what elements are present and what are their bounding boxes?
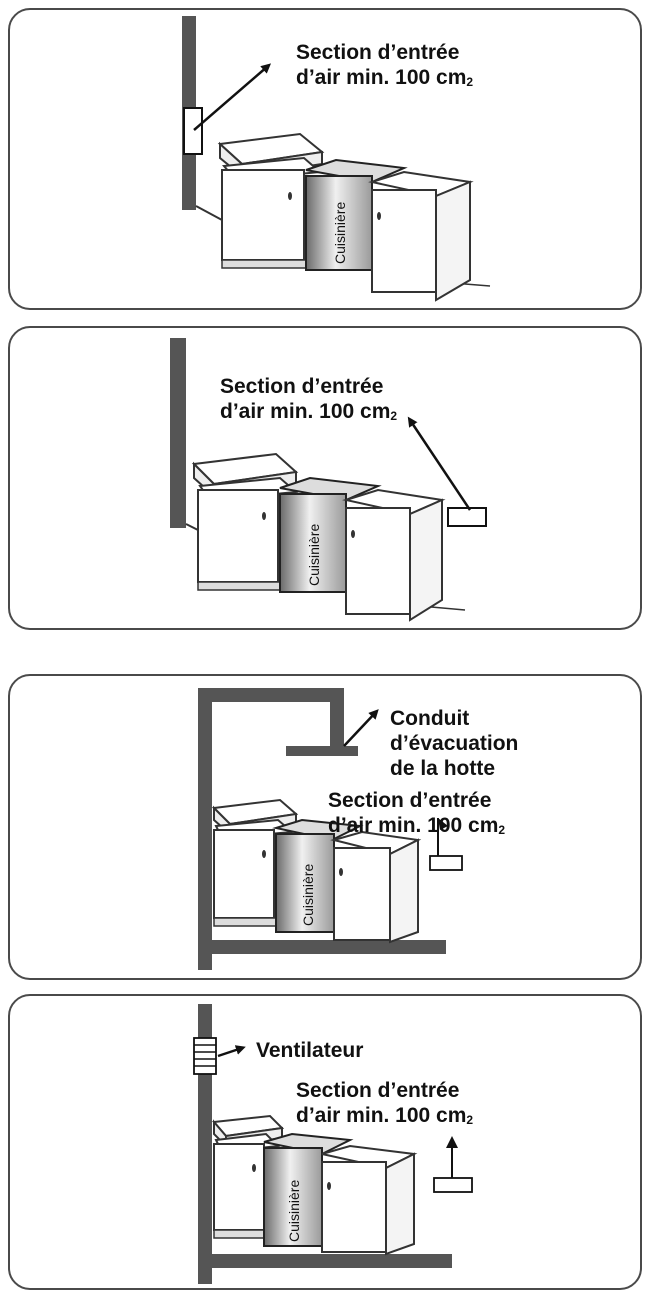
cooker-label: Cuisinière xyxy=(306,523,322,586)
vent-arrow xyxy=(193,63,272,131)
air-inlet-line-2-wrap: d’air min. 100 cm2 xyxy=(220,399,397,429)
cooker-label: Cuisinière xyxy=(286,1179,302,1242)
hood-duct-line-1: Conduit xyxy=(390,707,470,730)
air-inlet-line-1: Section d’entrée xyxy=(296,1079,460,1102)
air-inlet-line-1: Section d’entrée xyxy=(328,789,492,812)
duct-arrow xyxy=(343,709,379,747)
unit-subscript: 2 xyxy=(390,409,398,423)
unit-subscript: 2 xyxy=(466,75,474,89)
air-inlet-line-1: Section d’entrée xyxy=(296,41,460,64)
right-cabinet xyxy=(371,189,437,293)
ceiling-duct xyxy=(198,688,344,702)
hood-duct-label: Conduit d’évacuation de la hotte xyxy=(390,706,518,781)
panel-4-drawing xyxy=(193,1004,473,1284)
hood-duct-outlet xyxy=(286,746,358,756)
air-inlet-line-2-wrap: d’air min. 100 cm2 xyxy=(328,813,505,843)
fan-label: Ventilateur xyxy=(256,1039,364,1062)
hood-duct-line-2: d’évacuation xyxy=(390,732,519,755)
air-inlet-line-2-wrap: d’air min. 100 cm2 xyxy=(296,65,473,95)
cooker-label: Cuisinière xyxy=(332,201,348,264)
panel-1-drawing xyxy=(182,16,491,302)
right-cabinet xyxy=(333,847,391,941)
air-inlet-vent xyxy=(433,1177,473,1193)
fan-arrow xyxy=(217,1045,246,1058)
air-inlet-vent xyxy=(429,855,463,871)
air-inlet-line-2-wrap: d’air min. 100 cm2 xyxy=(296,1103,473,1133)
vent-arrow xyxy=(407,416,472,511)
air-inlet-label: Section d’entrée d’air min. 100 cm2 xyxy=(296,1078,473,1133)
air-inlet-label: Section d’entrée d’air min. 100 cm2 xyxy=(328,788,505,843)
hood-duct-line-3: de la hotte xyxy=(390,757,496,780)
cooker xyxy=(263,1147,323,1247)
left-cabinet xyxy=(221,169,305,261)
air-inlet-line-1: Section d’entrée xyxy=(220,375,384,398)
cooker xyxy=(275,833,335,933)
air-inlet-label: Section d’entrée d’air min. 100 cm2 xyxy=(296,40,473,95)
left-cabinet xyxy=(213,829,275,919)
air-inlet-line-2: d’air min. 100 cm xyxy=(328,814,499,837)
air-inlet-vent xyxy=(447,507,487,527)
panel-wall-fan: Ventilateur Section d’entrée d’air min. … xyxy=(8,994,642,1290)
air-inlet-line-2: d’air min. 100 cm xyxy=(220,400,391,423)
panel-wall-vent: Section d’entrée d’air min. 100 cm2 Cuis… xyxy=(8,8,642,310)
panel-2-drawing xyxy=(170,338,487,622)
air-inlet-vent xyxy=(183,107,203,155)
wall xyxy=(170,338,186,528)
air-inlet-line-2: d’air min. 100 cm xyxy=(296,1104,467,1127)
right-cabinet xyxy=(321,1161,387,1253)
panel-3-drawing xyxy=(198,688,463,970)
left-cabinet xyxy=(197,489,279,583)
unit-subscript: 2 xyxy=(498,823,506,837)
air-inlet-line-2: d’air min. 100 cm xyxy=(296,66,467,89)
fan-unit xyxy=(193,1037,217,1075)
left-cabinet xyxy=(213,1143,265,1231)
unit-subscript: 2 xyxy=(466,1113,474,1127)
wall xyxy=(198,688,212,970)
cooker xyxy=(305,175,373,271)
panel-floor-vent: Section d’entrée d’air min. 100 cm2 Cuis… xyxy=(8,326,642,630)
floor xyxy=(212,940,446,954)
air-inlet-label: Section d’entrée d’air min. 100 cm2 xyxy=(220,374,397,429)
right-cabinet xyxy=(345,507,411,615)
floor xyxy=(212,1254,452,1268)
cooker-label: Cuisinière xyxy=(300,863,316,926)
cooker xyxy=(279,493,347,593)
panel-hood-duct: Conduit d’évacuation de la hotte Section… xyxy=(8,674,642,980)
